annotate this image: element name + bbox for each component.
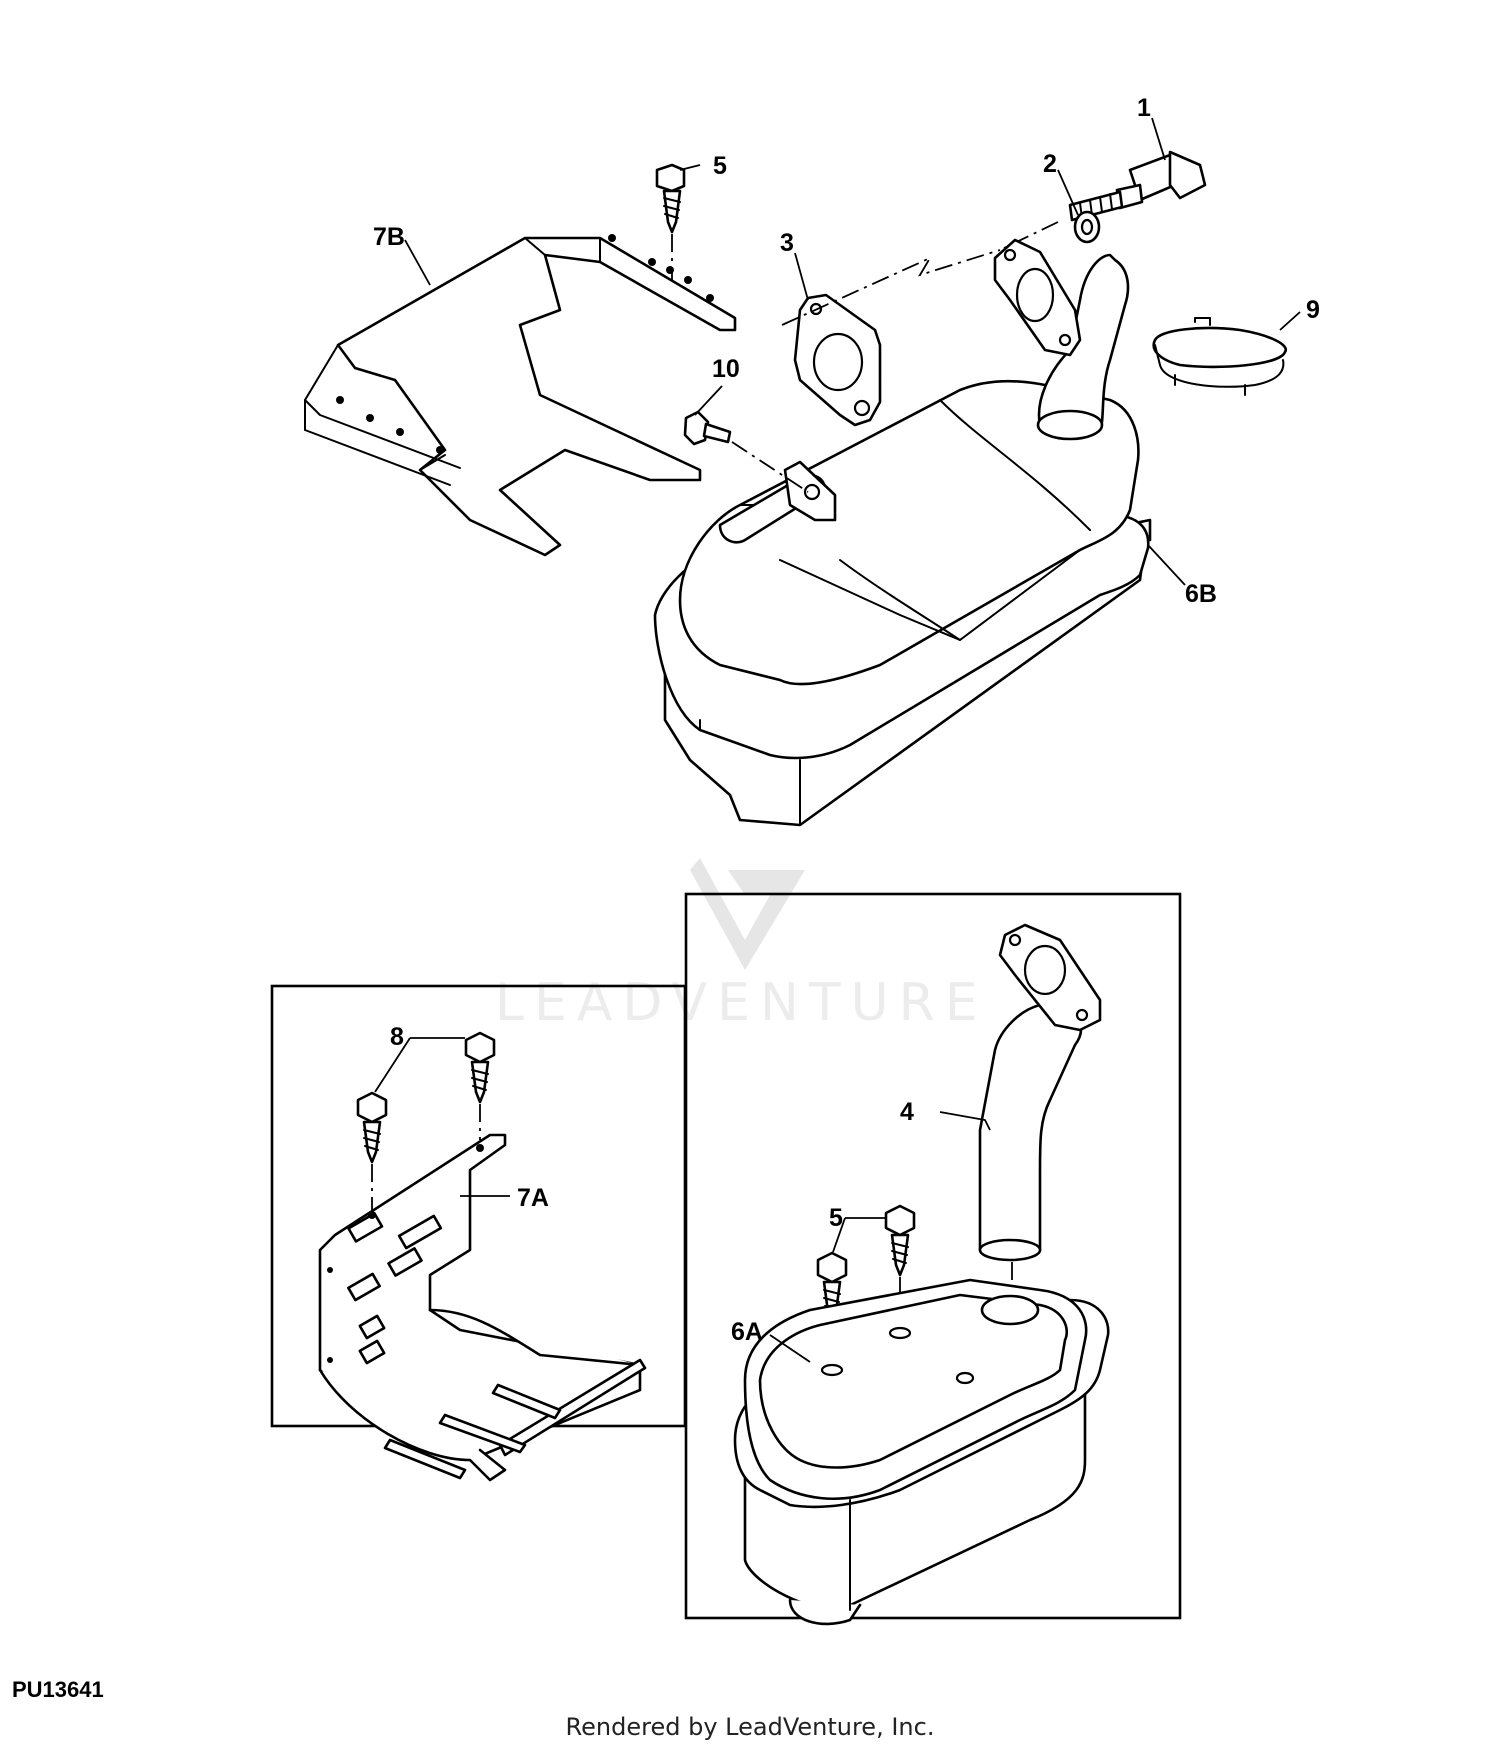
callout-7b: 7B [373, 223, 405, 251]
callout-5-inset: 5 [829, 1204, 843, 1232]
part-3-gasket [793, 293, 882, 427]
callout-9: 9 [1306, 296, 1320, 324]
render-credit: Rendered by LeadVenture, Inc. [565, 1713, 935, 1741]
part-2-washer [1073, 210, 1101, 244]
callout-8: 8 [390, 1023, 404, 1051]
part-7a-heat-shield [318, 1133, 647, 1482]
part-5-screw-top [655, 163, 686, 234]
callout-6b: 6B [1185, 580, 1217, 608]
part-9-clamp [1152, 317, 1288, 396]
callout-7a: 7A [517, 1184, 549, 1212]
inset-box-muffler [684, 892, 1182, 1620]
callout-10: 10 [712, 355, 740, 383]
part-1-bolt [1068, 150, 1207, 222]
diagram-reference-code: PU13641 [12, 1677, 104, 1702]
part-6b-muffler [653, 238, 1152, 827]
callout-2: 2 [1043, 150, 1057, 178]
part-10-bolt [683, 410, 732, 446]
watermark-text: LEADVENTURE [495, 973, 988, 1033]
part-8-screw-right [464, 1031, 496, 1104]
part-5-screw-right [884, 1204, 916, 1277]
callout-5-top: 5 [713, 152, 727, 180]
part-6a-muffler [733, 1278, 1110, 1626]
callout-1: 1 [1137, 94, 1151, 122]
part-8-screw-left [356, 1091, 388, 1164]
part-7b-shield-bracket [304, 234, 737, 557]
part-4-exhaust-pipe [978, 923, 1102, 1262]
callout-3: 3 [780, 229, 794, 257]
callout-6a: 6A [731, 1318, 763, 1346]
callout-4: 4 [900, 1098, 914, 1126]
